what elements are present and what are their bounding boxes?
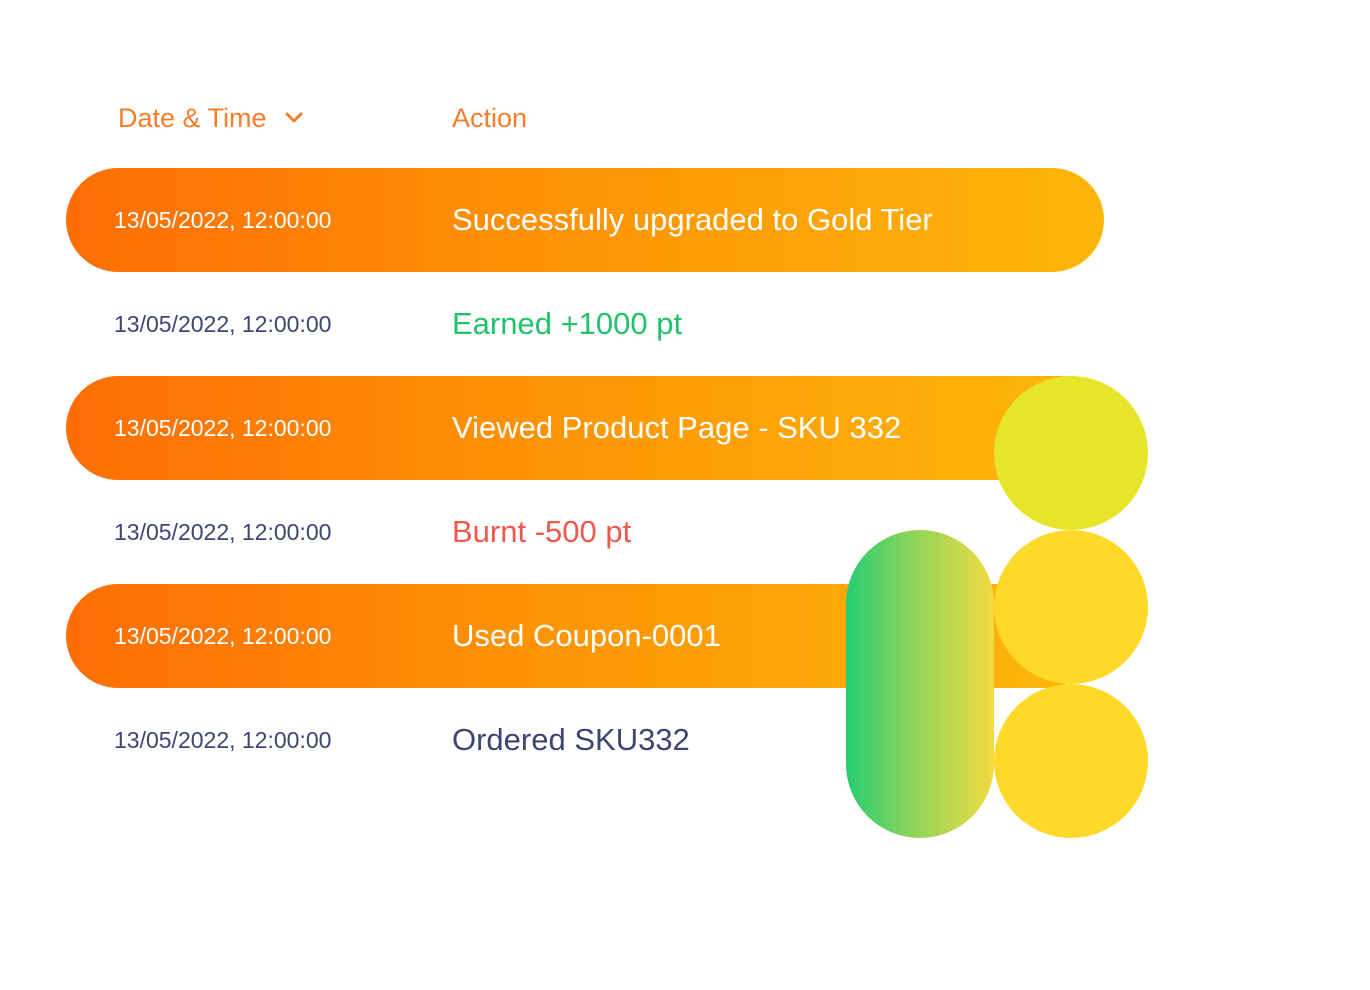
row-action: Viewed Product Page - SKU 332 bbox=[452, 410, 902, 445]
row-date-time: 13/05/2022, 12:00:00 bbox=[114, 415, 332, 441]
table-row[interactable]: 13/05/2022, 12:00:00 Used Coupon-0001 bbox=[0, 584, 1370, 688]
table-row[interactable]: 13/05/2022, 12:00:00 Ordered SKU332 bbox=[0, 688, 1370, 792]
date-time-header-label: Date & Time bbox=[118, 103, 267, 133]
decorative-yellow-circle bbox=[994, 684, 1148, 838]
table-header: Date & Time Action bbox=[0, 100, 1370, 140]
row-highlight-pill bbox=[66, 376, 1066, 480]
row-action: Successfully upgraded to Gold Tier bbox=[452, 202, 933, 237]
table-row[interactable]: 13/05/2022, 12:00:00 Viewed Product Page… bbox=[0, 376, 1370, 480]
table-row[interactable]: 13/05/2022, 12:00:00 Burnt -500 pt bbox=[0, 480, 1370, 584]
row-date-time: 13/05/2022, 12:00:00 bbox=[114, 207, 332, 233]
row-action: Burnt -500 pt bbox=[452, 514, 632, 549]
row-action: Used Coupon-0001 bbox=[452, 618, 721, 653]
decorative-green-capsule bbox=[846, 530, 994, 838]
action-header-label: Action bbox=[452, 103, 528, 133]
table-row[interactable]: 13/05/2022, 12:00:00 Successfully upgrad… bbox=[0, 168, 1370, 272]
row-date-time: 13/05/2022, 12:00:00 bbox=[114, 727, 332, 753]
date-time-column-header[interactable]: Date & Time bbox=[118, 100, 307, 136]
row-highlight-pill bbox=[66, 168, 1104, 272]
action-column-header[interactable]: Action bbox=[452, 100, 527, 136]
activity-table-body: 13/05/2022, 12:00:00 Successfully upgrad… bbox=[0, 168, 1370, 792]
row-action: Earned +1000 pt bbox=[452, 306, 683, 341]
row-date-time: 13/05/2022, 12:00:00 bbox=[114, 519, 332, 545]
table-row[interactable]: 13/05/2022, 12:00:00 Earned +1000 pt bbox=[0, 272, 1370, 376]
decorative-yellow-circle bbox=[994, 530, 1148, 684]
chevron-down-icon[interactable] bbox=[281, 105, 307, 131]
decorative-lime-circle bbox=[994, 376, 1148, 530]
row-action: Ordered SKU332 bbox=[452, 722, 690, 757]
row-date-time: 13/05/2022, 12:00:00 bbox=[114, 623, 332, 649]
row-date-time: 13/05/2022, 12:00:00 bbox=[114, 311, 332, 337]
